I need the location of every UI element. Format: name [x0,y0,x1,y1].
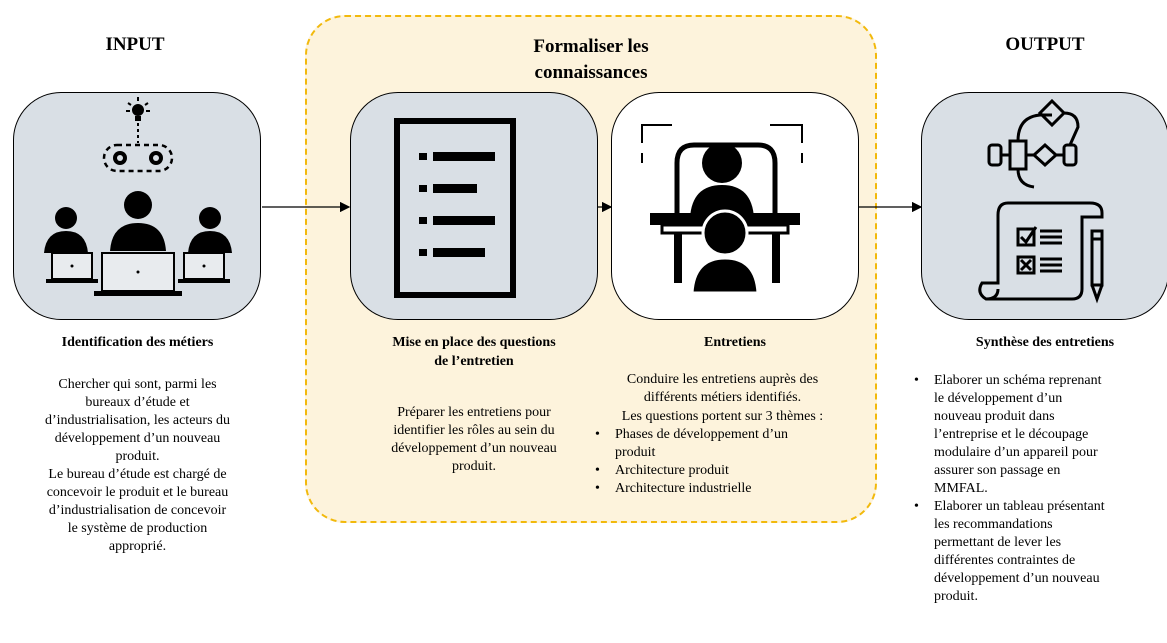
bullet-line: différentes contraintes de [934,553,1076,568]
step-title-entretiens: Entretiens [704,335,766,350]
desc-line: différents métiers identifiés. [643,390,802,405]
bullet-line: Phases de développement d’un [615,427,789,442]
bullet-line: Elaborer un tableau présentant [934,499,1105,514]
desc-line: produit. [452,459,496,474]
desc-line: approprié. [108,539,167,554]
bullet-line: produit [615,445,656,460]
phase-header: Formaliser les connaissances [491,34,691,86]
step-title-synthese: Synthèse des entretiens [975,335,1115,350]
bullet-line: l’entreprise et le découpage [934,427,1089,442]
phase-header-line2: connaissances [534,62,648,83]
themes-list: Phases de développement d’un produit Arc… [593,426,860,498]
list-item: Architecture industrielle [593,480,860,498]
desc-line: Chercher qui sont, parmi les [58,377,217,392]
step-title-line: Mise en place des questions [392,335,556,350]
input-header: INPUT [105,34,165,55]
flowchart-checklist-icon [921,92,1167,320]
step-title-questions: Mise en place des questions de l’entreti… [340,333,608,371]
desc-line: le système de production [67,521,208,536]
bullet-line: modulaire d’un appareil pour [934,445,1098,460]
bullet-line: développement d’un nouveau [934,571,1100,586]
list-item: Elaborer un schéma reprenant le développ… [912,372,1162,498]
bullet-line: Architecture industrielle [615,481,752,496]
desc-line: Le bureau d’étude est chargé de [48,467,227,482]
bullet-line: produit. [934,589,978,604]
step-title-identification: Identification des métiers [61,335,214,350]
list-item: Phases de développement d’un produit [593,426,860,462]
bullet-line: le développement d’un [934,391,1063,406]
bullet-line: permettant de lever les [934,535,1062,550]
desc-line: concevoir le produit et le bureau [46,485,229,500]
step-desc-identification: Chercher qui sont, parmi les bureaux d’é… [10,376,265,556]
list-item: Elaborer un tableau présentant les recom… [912,498,1162,606]
outputs-list: Elaborer un schéma reprenant le développ… [912,372,1162,606]
desc-line: développement d’un nouveau [54,431,221,446]
desc-line: produit. [115,449,160,464]
team-idea-icon [13,92,261,320]
step-desc-entretiens: Conduire les entretiens auprès des diffé… [585,371,860,498]
bullet-line: MMFAL. [934,481,988,496]
desc-line: d’industrialisation, les acteurs du [44,413,231,428]
bullet-line: assurer son passage en [934,463,1061,478]
desc-line: Préparer les entretiens pour [397,405,551,420]
list-item: Architecture produit [593,462,860,480]
desc-line: Conduire les entretiens auprès des [626,372,819,387]
desc-line: Les questions portent sur 3 thèmes : [621,409,824,424]
bullet-line: nouveau produit dans [934,409,1055,424]
desc-line: bureaux d’étude et [85,395,190,410]
document-list-icon [350,92,598,320]
desc-line: développement d’un nouveau [391,441,557,456]
bullet-line: Architecture produit [615,463,729,478]
step-desc-questions: Préparer les entretiens pour identifier … [345,404,603,476]
interview-icon [611,92,859,320]
desc-line: d’industrialisation de concevoir [48,503,227,518]
output-header: OUTPUT [1005,34,1085,55]
phase-header-line1: Formaliser les [533,36,649,57]
bullet-line: les recommandations [934,517,1053,532]
bullet-line: Elaborer un schéma reprenant [934,373,1102,388]
step-desc-synthese: Elaborer un schéma reprenant le développ… [912,372,1162,606]
desc-line: identifier les rôles au sein du [393,423,555,438]
step-title-line: de l’entretien [434,354,514,369]
